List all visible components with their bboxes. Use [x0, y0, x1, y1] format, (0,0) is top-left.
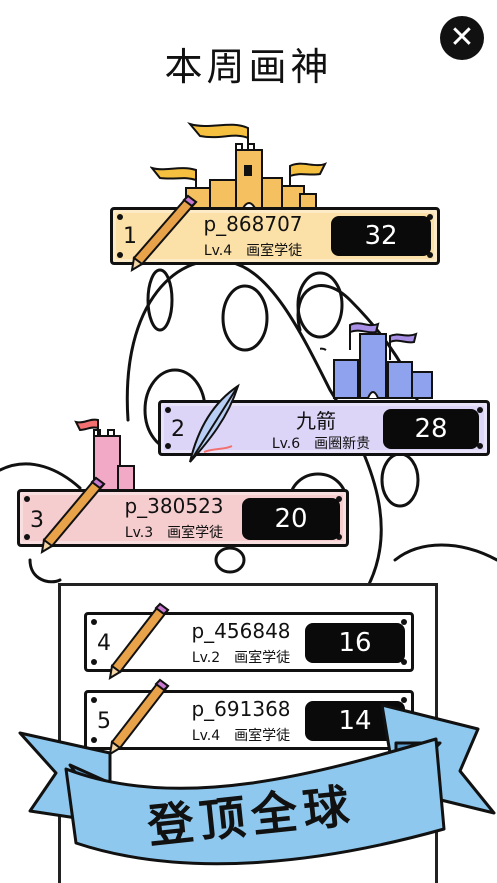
player-name: p_380523 [124, 494, 224, 518]
rank-row-4[interactable]: 4 p_456848 Lv.2 画室学徒 16 [84, 612, 414, 672]
pencil-icon [130, 194, 198, 272]
player-title: 画室学徒 [246, 243, 303, 259]
score-badge: 20 [242, 498, 340, 540]
rank-row-3[interactable]: 3 p_380523 Lv.3 画室学徒 20 [17, 489, 349, 547]
rank-number: 2 [171, 417, 185, 442]
player-title: 画圈新贵 [314, 436, 371, 452]
rank-number: 3 [30, 508, 44, 533]
pencil-icon [108, 602, 170, 680]
close-icon[interactable]: ✕ [440, 16, 484, 60]
player-level: Lv.6 [271, 436, 301, 452]
feather-quill-icon [189, 383, 240, 463]
player-title: 画室学徒 [167, 525, 224, 541]
player-title: 画室学徒 [234, 728, 291, 744]
player-title: 画室学徒 [234, 650, 291, 666]
pencil-icon [40, 476, 106, 554]
player-name: p_868707 [203, 212, 303, 236]
score-badge: 16 [305, 623, 405, 663]
score-badge: 32 [331, 216, 431, 256]
rank-number: 5 [97, 709, 111, 734]
rank-row-1[interactable]: 1 p_868707 Lv.4 画室学徒 32 [110, 207, 440, 265]
player-level: Lv.2 [191, 650, 221, 666]
pencil-icon [108, 678, 170, 756]
player-name: p_691368 [191, 697, 291, 721]
rank-number: 1 [123, 224, 137, 249]
banner-ribbon [18, 703, 496, 866]
player-level: Lv.3 [124, 525, 154, 541]
rank-number: 4 [97, 631, 111, 656]
player-level: Lv.4 [203, 243, 233, 259]
player-level: Lv.4 [191, 728, 221, 744]
page-title: 本周画神 [164, 45, 333, 89]
player-name: p_456848 [191, 619, 291, 643]
player-name: 九箭 [296, 409, 336, 433]
score-badge: 28 [383, 409, 479, 449]
castle-icon [320, 322, 433, 399]
